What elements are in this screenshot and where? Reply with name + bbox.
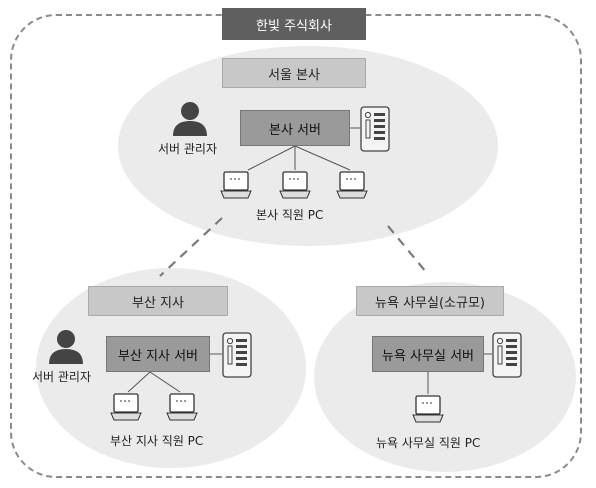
newyork-server-box: 뉴욕 사무실 서버 xyxy=(372,336,484,372)
seoul-office-label: 서울 본사 xyxy=(222,58,366,88)
server-rack-icon xyxy=(360,106,390,152)
seoul-server-box: 본사 서버 xyxy=(240,110,350,146)
person-icon xyxy=(49,330,83,364)
laptop-icon xyxy=(110,393,142,421)
busan-admin-label: 서버 관리자 xyxy=(32,370,92,384)
company-title: 한빛 주식회사 xyxy=(222,8,366,40)
laptop-icon xyxy=(412,395,444,423)
busan-office-label: 부산 지사 xyxy=(88,286,228,316)
server-rack-icon xyxy=(222,332,252,378)
newyork-office-label: 뉴욕 사무실(소규모) xyxy=(356,286,504,316)
seoul-pc-label: 본사 직원 PC xyxy=(256,208,324,222)
laptop-icon xyxy=(279,171,311,199)
seoul-admin-label: 서버 관리자 xyxy=(158,142,218,156)
busan-pc-label: 부산 지사 직원 PC xyxy=(110,434,204,448)
server-rack-icon xyxy=(492,332,522,378)
laptop-icon xyxy=(220,171,252,199)
laptop-icon xyxy=(166,393,198,421)
person-icon xyxy=(173,102,207,136)
laptop-icon xyxy=(336,171,368,199)
busan-server-box: 부산 지사 서버 xyxy=(106,336,210,372)
newyork-pc-label: 뉴욕 사무실 직원 PC xyxy=(376,436,481,450)
